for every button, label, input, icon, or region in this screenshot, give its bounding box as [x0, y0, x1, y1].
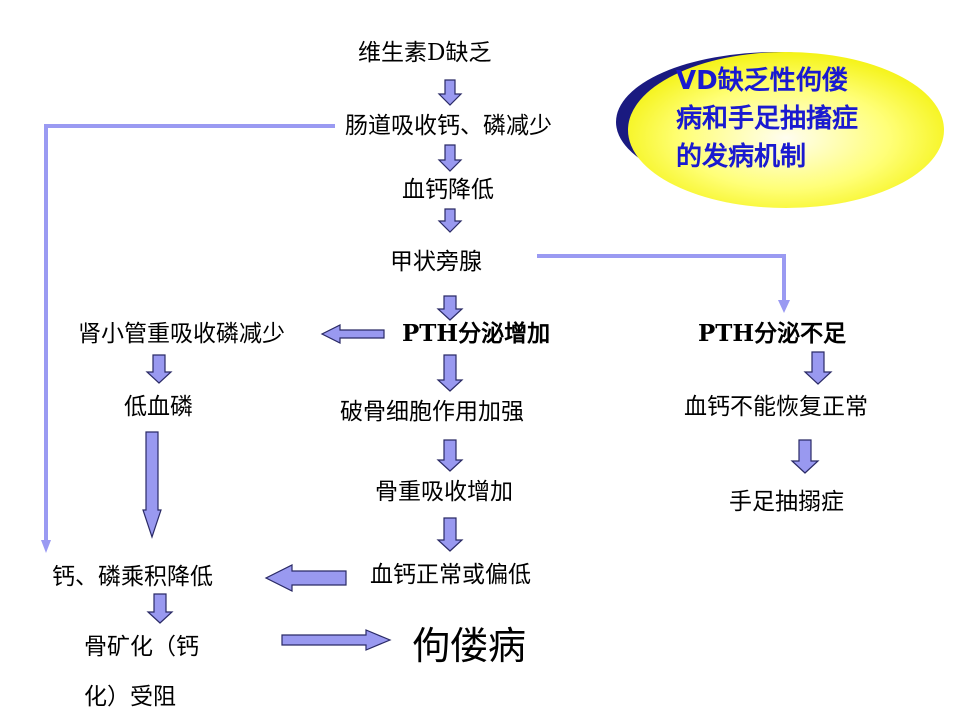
node-low-calcium: 血钙降低: [402, 177, 494, 203]
left-feedback-line: [44, 124, 335, 545]
node-intestinal-absorption: 肠道吸收钙、磷减少: [345, 113, 552, 139]
right-branch-line: [537, 254, 786, 305]
right-branch-arrowhead: [778, 300, 790, 313]
arrow-down-1: [437, 79, 463, 106]
node-pth-insufficient: PTH分泌不足: [698, 320, 847, 347]
arrow-down-6: [436, 439, 464, 472]
left-feedback-arrowhead: [41, 540, 51, 553]
node-ca-p-product: 钙、磷乘积降低: [52, 564, 213, 590]
diagram-title-line-2: 病和手足抽搐症: [676, 104, 859, 134]
arrow-down-left-1: [145, 354, 173, 384]
arrow-down-5: [436, 354, 464, 392]
arrow-down-left-3: [146, 593, 174, 624]
arrow-right-to-rickets: [281, 629, 392, 651]
arrow-down-4: [436, 295, 464, 321]
node-osteoclast: 破骨细胞作用加强: [340, 399, 524, 425]
node-mineralization-line-2: 化）受阻: [84, 684, 176, 710]
diagram-title-line-3: 的发病机制: [676, 142, 807, 172]
node-bone-resorption: 骨重吸收增加: [375, 479, 513, 505]
arrow-down-right-2: [790, 439, 820, 474]
arrow-down-7: [436, 517, 464, 552]
node-parathyroid: 甲状旁腺: [390, 249, 482, 275]
arrow-down-2: [437, 144, 463, 172]
node-vd-deficiency: 维生素D缺乏: [358, 40, 492, 66]
node-low-phosphorus: 低血磷: [124, 394, 193, 420]
arrow-down-right-1: [803, 351, 833, 385]
node-pth-increase: PTH分泌增加: [402, 320, 551, 347]
diagram-title-line-1: VD缺乏性佝偻: [676, 66, 848, 96]
node-mineralization-line-1: 骨矿化（钙: [84, 634, 199, 660]
node-renal-reabsorption: 肾小管重吸收磷减少: [78, 321, 285, 347]
node-rickets: 佝偻病: [412, 624, 527, 668]
node-calcium-normal-low: 血钙正常或偏低: [370, 562, 531, 588]
arrow-down-3: [437, 208, 463, 233]
arrow-down-left-2: [142, 431, 162, 539]
node-calcium-not-restored: 血钙不能恢复正常: [684, 394, 868, 420]
node-tetany: 手足抽搦症: [729, 489, 844, 515]
title-ellipse: [628, 52, 944, 208]
arrow-left-pth-to-renal: [320, 324, 385, 344]
arrow-left-calcium-to-product: [264, 564, 347, 592]
